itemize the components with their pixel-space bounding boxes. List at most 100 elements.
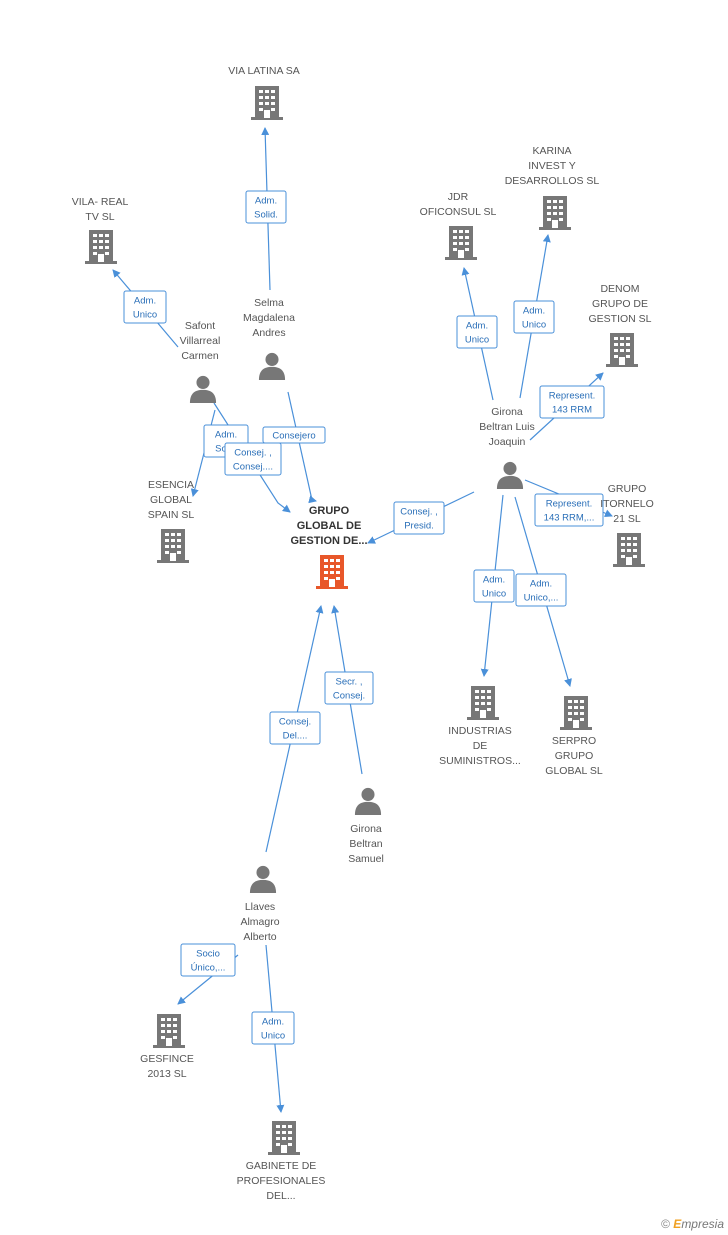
node-label: Beltran Luis (479, 421, 534, 433)
edge-label-girona_samuel-to-grupo_global[interactable]: Secr. ,Consej. (324, 671, 374, 705)
node-label: GESTION DE... (290, 535, 367, 547)
edge-label-box (262, 426, 326, 444)
building-icon (560, 696, 592, 730)
edge-label-text: Adm. (134, 296, 156, 307)
edge-label-llaves-to-gabinete[interactable]: Adm. Unico (251, 1011, 295, 1045)
edge-label-girona_luis-to-grupo_itornelo[interactable]: Represent.143 RRM,... (534, 493, 604, 527)
edge-label-text: Consej. , (234, 448, 272, 459)
edge-label-box (245, 190, 287, 224)
edge-label-llaves-to-gesfince[interactable]: SocioÚnico,... (180, 943, 236, 977)
building-icon (606, 333, 638, 367)
node-label: OFICONSUL SL (420, 206, 497, 218)
node-label: Magdalena (243, 312, 295, 324)
edge-label-text: Consej. (279, 717, 311, 728)
node-label: Alberto (243, 931, 276, 943)
node-gabinete[interactable]: GABINETE DEPROFESIONALESDEL... (237, 1121, 326, 1202)
edge-label-box (180, 943, 236, 977)
node-label: Selma (254, 297, 284, 309)
person-icon (496, 461, 524, 489)
edge-label-text: Adm. (530, 579, 552, 590)
person-icon (354, 787, 382, 815)
building-icon (445, 226, 477, 260)
node-label: DEL... (266, 1190, 295, 1202)
footer-brand: © Empresia (661, 1217, 724, 1231)
node-label: Beltran (349, 838, 382, 850)
edge-label-text: Unico (522, 320, 546, 331)
copyright-symbol: © (661, 1217, 670, 1231)
brand-logo-text: mpresia (681, 1217, 724, 1231)
node-label: Safont (185, 320, 215, 332)
person-icon (258, 352, 286, 380)
building-icon (153, 1014, 185, 1048)
edge-label-girona_luis-to-jdr[interactable]: Adm.Unico (456, 315, 498, 349)
edge-label-box (473, 569, 515, 603)
edge-label-girona_luis-to-grupo_global[interactable]: Consej. ,Presid. (393, 501, 445, 535)
node-label: Girona (491, 406, 523, 418)
edge-label-selma-to-grupo_global[interactable]: Consejero (262, 426, 326, 444)
building-icon (316, 555, 348, 589)
edge-label-text: Unico (261, 1031, 285, 1042)
edge-label-girona_luis-to-karina[interactable]: Adm.Unico (513, 300, 555, 334)
node-label: GESFINCE (140, 1053, 194, 1065)
node-label: Andres (252, 327, 285, 339)
node-label: Carmen (181, 350, 219, 362)
node-label: Villarreal (180, 335, 221, 347)
node-label: DE (473, 740, 488, 752)
edge-label-text: Represent. (549, 391, 595, 402)
node-via_latina[interactable]: VIA LATINA SA (228, 65, 300, 120)
edge-label-text: Consejero (272, 431, 315, 442)
edge-label-text: Unico (465, 335, 489, 346)
edge-label-box (123, 290, 167, 324)
edge-label-text: Solid. (254, 210, 278, 221)
edge-label-girona_luis-to-industrias[interactable]: Adm. Unico (473, 569, 515, 603)
node-grupo_global[interactable]: GRUPO GLOBAL DE GESTION DE... (290, 505, 368, 589)
building-icon (539, 196, 571, 230)
edge-label-box (515, 573, 567, 607)
node-label: Joaquin (489, 436, 526, 448)
edge-label-girona_luis-to-serpro[interactable]: Adm.Unico,... (515, 573, 567, 607)
node-industrias[interactable]: INDUSTRIASDESUMINISTROS... (439, 686, 521, 767)
node-label: PROFESIONALES (237, 1175, 326, 1187)
edge-label-box (224, 442, 282, 476)
node-label: ITORNELO (600, 498, 653, 510)
node-label: 2013 SL (147, 1068, 186, 1080)
node-label: DENOM (600, 283, 639, 295)
node-label: Girona (350, 823, 382, 835)
edge-label-text: Adm. (262, 1017, 284, 1028)
node-label: GRUPO (555, 750, 594, 762)
node-label: Samuel (348, 853, 384, 865)
brand-logo-initial: E (673, 1217, 682, 1231)
edge-label-text: Adm. (255, 196, 277, 207)
edge-label-safont-to-vila_real[interactable]: Adm. Unico (123, 290, 167, 324)
edge-label-text: Adm. (215, 430, 237, 441)
edge-label-selma-to-via_latina[interactable]: Adm. Solid. (245, 190, 287, 224)
node-label: GRUPO (608, 483, 647, 495)
edge-label-box (534, 493, 604, 527)
edge-label-text: Unico (482, 589, 506, 600)
edge-label-text: Unico (133, 310, 157, 321)
edge-label-safont-to-grupo_global[interactable]: Consej. ,Consej.... (224, 442, 282, 476)
node-label: GRUPO (309, 505, 350, 517)
node-label: GLOBAL DE (297, 520, 362, 532)
edge-label-text: Presid. (404, 521, 434, 532)
node-label: KARINA (532, 145, 571, 157)
edge-label-text: Único,... (191, 963, 226, 974)
edge-label-text: Adm. (483, 575, 505, 586)
edge-label-girona_luis-to-denom[interactable]: Represent.143 RRM (539, 385, 605, 419)
edge-label-llaves-to-grupo_global[interactable]: Consej.Del.... (269, 711, 321, 745)
node-gesfince[interactable]: GESFINCE 2013 SL (140, 1014, 194, 1080)
edge-label-text: Socio (196, 949, 220, 960)
